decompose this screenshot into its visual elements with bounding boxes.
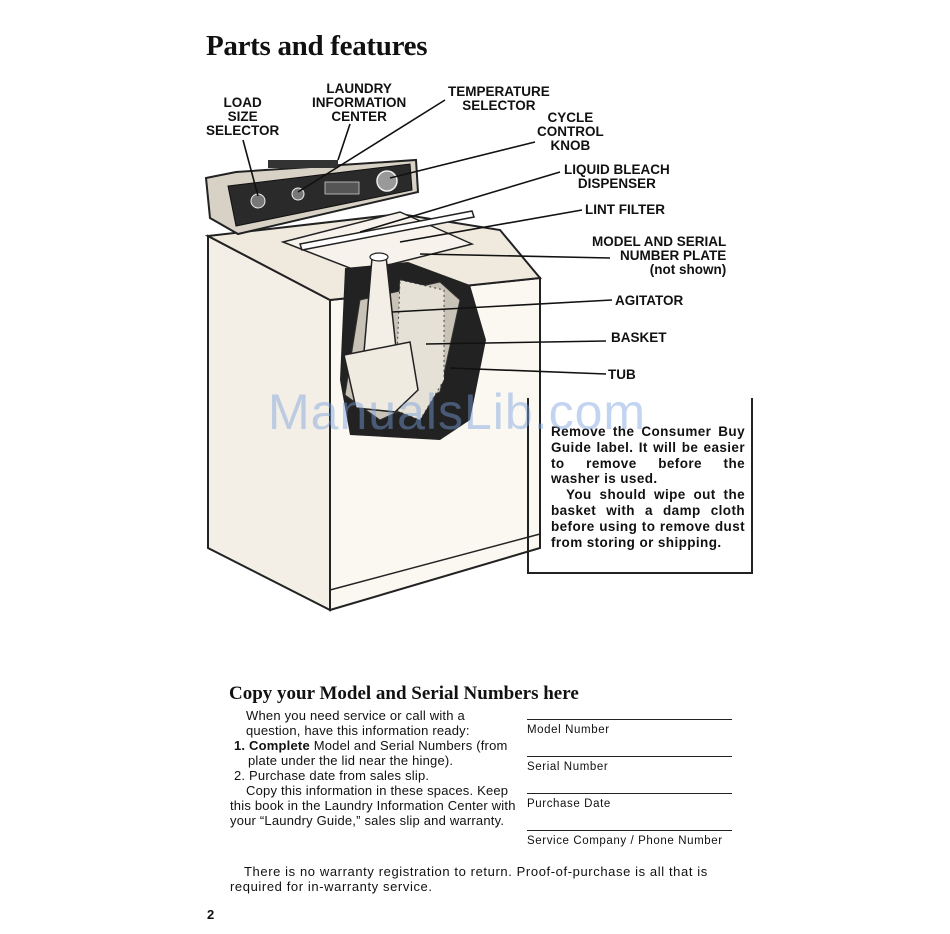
step-1-bold: 1. Complete	[234, 738, 310, 753]
label-lint-filter: LINT FILTER	[585, 202, 665, 217]
label-agitator: AGITATOR	[615, 293, 684, 308]
page-title: Parts and features	[206, 30, 428, 62]
step-1-rest: Model and Serial Numbers (from plate und…	[248, 738, 508, 768]
label-basket: BASKET	[611, 330, 667, 345]
note-box: Remove the Consumer Buy Guide label. It …	[527, 398, 753, 574]
label-laundry-information-center: LAUNDRY INFORMATION CENTER	[312, 81, 407, 124]
service-company-field[interactable]: Service Company / Phone Number	[527, 830, 732, 848]
note-paragraph-1: Remove the Consumer Buy Guide label. It …	[551, 424, 745, 487]
outro-text: Copy this information in these spaces. K…	[230, 783, 516, 828]
warranty-text: There is no warranty registration to ret…	[230, 864, 708, 894]
serial-number-field[interactable]: Serial Number	[527, 756, 732, 774]
instructions: When you need service or call with a que…	[230, 708, 516, 828]
note-paragraph-2: You should wipe out the basket with a da…	[551, 487, 745, 550]
label-liquid-bleach-dispenser: LIQUID BLEACH DISPENSER	[564, 162, 670, 191]
label-model-serial-plate: MODEL AND SERIAL NUMBER PLATE (not shown…	[592, 234, 727, 277]
page-number: 2	[207, 907, 215, 922]
watermark: ManualsLib.com	[268, 384, 647, 440]
purchase-date-field[interactable]: Purchase Date	[527, 793, 732, 811]
model-number-field[interactable]: Model Number	[527, 719, 732, 737]
step-2: 2. Purchase date from sales slip.	[234, 768, 430, 783]
intro-text: When you need service or call with a que…	[246, 708, 470, 738]
section-heading: Copy your Model and Serial Numbers here	[229, 683, 579, 704]
step-1: 1. Complete Model and Serial Numbers (fr…	[230, 738, 516, 768]
label-temperature-selector: TEMPERATURE SELECTOR	[448, 84, 550, 113]
label-cycle-control-knob: CYCLE CONTROL KNOB	[537, 110, 604, 153]
label-tub: TUB	[608, 367, 636, 382]
warranty-note: There is no warranty registration to ret…	[230, 864, 730, 894]
label-load-size-selector: LOAD SIZE SELECTOR	[206, 95, 280, 138]
